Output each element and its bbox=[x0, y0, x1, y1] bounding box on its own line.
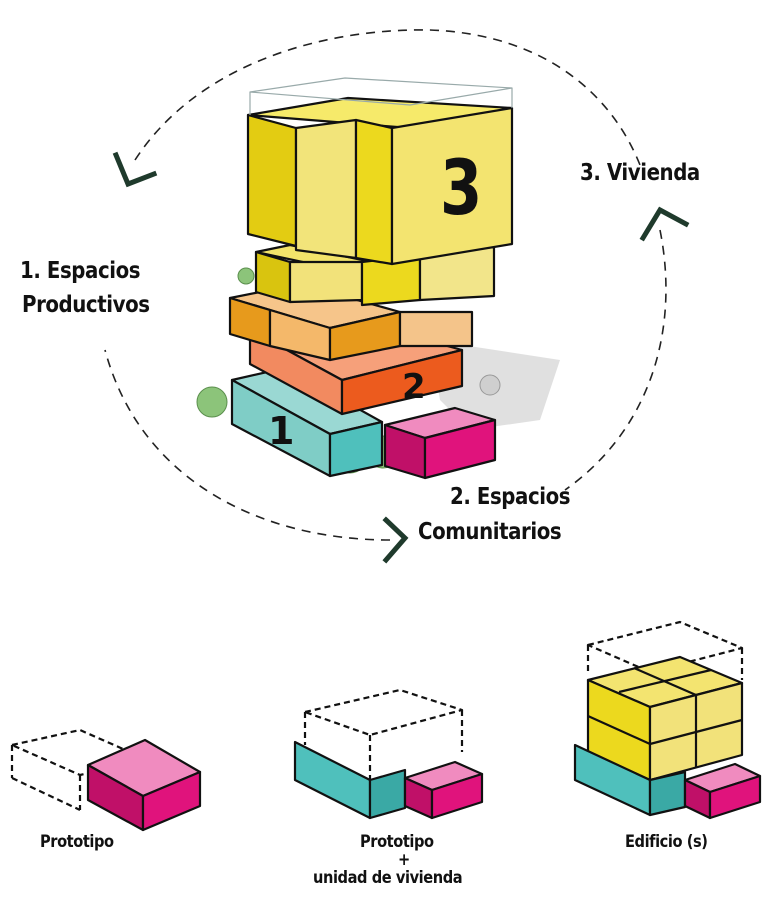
stage-label-prototipo: Prototipo bbox=[40, 832, 114, 852]
tree bbox=[479, 374, 501, 396]
block-number-1: 1 bbox=[268, 409, 295, 453]
stage-label-prototipo-2: Prototipo bbox=[360, 832, 434, 852]
arrowhead-bottom-icon bbox=[382, 516, 409, 564]
stage-edificio bbox=[573, 620, 762, 820]
arrowhead-right-icon bbox=[639, 206, 690, 242]
tree bbox=[196, 386, 228, 418]
tree bbox=[237, 267, 255, 285]
stage-prototipo-vivienda bbox=[293, 688, 484, 820]
stage-label-edificio: Edificio (s) bbox=[625, 832, 708, 852]
block-3-housing bbox=[246, 96, 514, 266]
stage-label-unidad-vivienda: unidad de vivienda bbox=[313, 868, 463, 888]
label-espacios-productivos-line1: 1. Espacios bbox=[20, 258, 141, 284]
block-magenta bbox=[383, 406, 497, 480]
label-espacios-productivos-line2: Productivos bbox=[22, 292, 150, 318]
dashed-volume bbox=[303, 688, 464, 780]
stage-label-plus: + bbox=[398, 850, 410, 870]
label-espacios-comunitarios-line1: 2. Espacios bbox=[450, 484, 571, 510]
rooftop-frame bbox=[249, 77, 513, 115]
block-yellow-lower bbox=[254, 243, 496, 307]
arrowhead-left-icon bbox=[112, 151, 158, 188]
cycle-ring bbox=[104, 29, 667, 541]
block-number-2: 2 bbox=[402, 367, 426, 407]
block-1-productive bbox=[230, 366, 384, 478]
building bbox=[228, 77, 514, 480]
block-light-orange bbox=[228, 282, 474, 362]
label-vivienda: 3. Vivienda bbox=[580, 160, 700, 186]
cycle-arrows bbox=[112, 151, 690, 564]
block-number-3: 3 bbox=[440, 143, 483, 232]
label-espacios-comunitarios-line2: Comunitarios bbox=[418, 519, 562, 545]
stage-prototipo bbox=[10, 728, 202, 832]
